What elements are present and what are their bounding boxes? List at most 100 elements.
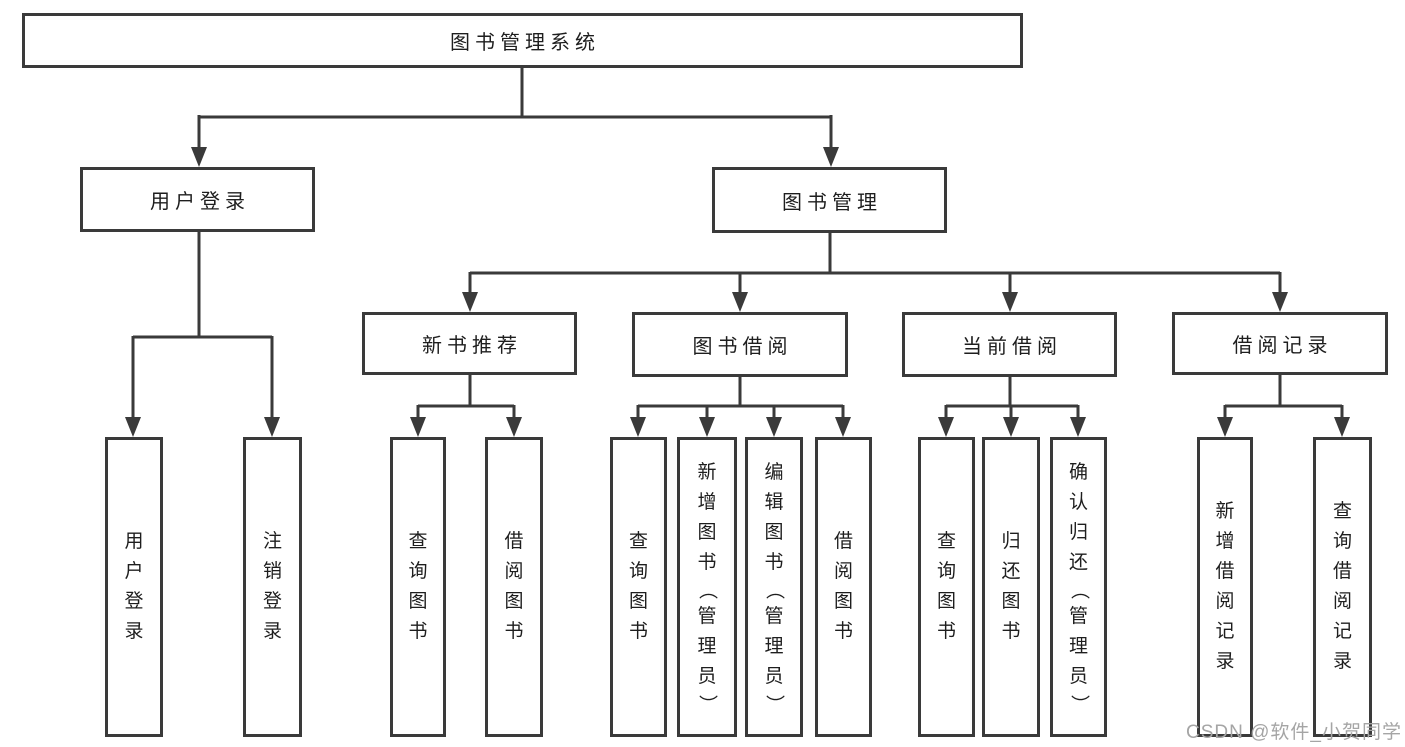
vertical-char: 新 bbox=[1215, 501, 1235, 522]
vertical-char: 户 bbox=[124, 561, 144, 582]
vertical-char: 理 bbox=[697, 636, 717, 657]
leaf-query-book-borrow: 查询图书 bbox=[610, 437, 667, 737]
node-book-management-group: 图书管理 bbox=[712, 167, 947, 233]
connector-line bbox=[944, 375, 1080, 418]
vertical-char: 图 bbox=[697, 522, 717, 543]
vertical-char: 书 bbox=[628, 621, 648, 642]
leaf-logout: 注销登录 bbox=[243, 437, 302, 737]
leaf-borrow-book: 借阅图书 bbox=[815, 437, 872, 737]
vertical-char: 员 bbox=[697, 666, 717, 687]
vertical-char: 用 bbox=[124, 531, 144, 552]
vertical-char: 理 bbox=[764, 636, 784, 657]
connector-line bbox=[636, 375, 845, 418]
vertical-char: 阅 bbox=[1215, 591, 1235, 612]
vertical-char: 管 bbox=[764, 606, 784, 627]
vertical-char: 理 bbox=[1068, 636, 1088, 657]
node-user-login-group: 用户登录 bbox=[80, 167, 315, 232]
vertical-char: 记 bbox=[1332, 621, 1352, 642]
vertical-char: 图 bbox=[628, 591, 648, 612]
vertical-char: （ bbox=[696, 580, 718, 600]
vertical-char: 询 bbox=[408, 561, 428, 582]
leaf-confirm-return-admin: 确认归还 （ 管理员 ） bbox=[1050, 437, 1107, 737]
vertical-char: （ bbox=[763, 580, 785, 600]
vertical-char: 书 bbox=[697, 552, 717, 573]
vertical-char: 借 bbox=[1215, 561, 1235, 582]
vertical-char: 书 bbox=[408, 621, 428, 642]
vertical-char: 编 bbox=[764, 462, 784, 483]
leaf-query-book-recommend: 查询图书 bbox=[390, 437, 446, 737]
vertical-char: ） bbox=[696, 694, 718, 714]
node-root-system: 图书管理系统 bbox=[22, 13, 1023, 68]
vertical-char: 图 bbox=[764, 522, 784, 543]
vertical-char: 录 bbox=[262, 621, 282, 642]
vertical-char: 借 bbox=[1332, 561, 1352, 582]
vertical-char: 还 bbox=[1001, 561, 1021, 582]
vertical-char: 书 bbox=[764, 552, 784, 573]
vertical-char: （ bbox=[1068, 580, 1090, 600]
vertical-char: 确 bbox=[1068, 462, 1088, 483]
vertical-char: ） bbox=[763, 694, 785, 714]
node-book-borrow: 图书借阅 bbox=[632, 312, 848, 377]
vertical-char: 图 bbox=[408, 591, 428, 612]
leaf-return-book: 归还图书 bbox=[982, 437, 1040, 737]
vertical-char: 查 bbox=[1332, 501, 1352, 522]
vertical-char: 增 bbox=[697, 492, 717, 513]
vertical-char: 录 bbox=[124, 621, 144, 642]
vertical-char: 录 bbox=[1332, 651, 1352, 672]
vertical-char: 阅 bbox=[833, 561, 853, 582]
vertical-char: 新 bbox=[697, 462, 717, 483]
connector-line bbox=[468, 232, 1282, 293]
vertical-char: 书 bbox=[936, 621, 956, 642]
leaf-user-login: 用户登录 bbox=[105, 437, 163, 737]
vertical-char: 销 bbox=[262, 561, 282, 582]
vertical-char: 书 bbox=[833, 621, 853, 642]
vertical-char: 管 bbox=[697, 606, 717, 627]
vertical-char: 图 bbox=[833, 591, 853, 612]
leaf-add-borrow-record: 新增借阅记录 bbox=[1197, 437, 1253, 737]
vertical-char: 查 bbox=[628, 531, 648, 552]
vertical-char: 书 bbox=[504, 621, 524, 642]
vertical-char: 书 bbox=[1001, 621, 1021, 642]
leaf-query-book-current: 查询图书 bbox=[918, 437, 975, 737]
vertical-char: 增 bbox=[1215, 531, 1235, 552]
vertical-char: 查 bbox=[936, 531, 956, 552]
vertical-char: 归 bbox=[1068, 522, 1088, 543]
vertical-char: 询 bbox=[628, 561, 648, 582]
node-borrow-records: 借阅记录 bbox=[1172, 312, 1388, 375]
vertical-char: 员 bbox=[764, 666, 784, 687]
watermark: CSDN @软件_小贺同学 bbox=[1186, 722, 1402, 743]
vertical-char: 阅 bbox=[504, 561, 524, 582]
vertical-char: 登 bbox=[124, 591, 144, 612]
connector-line bbox=[197, 68, 833, 148]
vertical-char: 借 bbox=[504, 531, 524, 552]
vertical-char: 登 bbox=[262, 591, 282, 612]
leaf-add-book-admin: 新增图书 （ 管理员 ） bbox=[677, 437, 737, 737]
vertical-char: 图 bbox=[504, 591, 524, 612]
leaf-edit-book-admin: 编辑图书 （ 管理员 ） bbox=[745, 437, 803, 737]
vertical-char: 查 bbox=[408, 531, 428, 552]
connector-line bbox=[131, 232, 274, 418]
vertical-char: 管 bbox=[1068, 606, 1088, 627]
vertical-char: 注 bbox=[262, 531, 282, 552]
vertical-char: 辑 bbox=[764, 492, 784, 513]
vertical-char: 认 bbox=[1068, 492, 1088, 513]
vertical-char: 记 bbox=[1215, 621, 1235, 642]
leaf-borrow-book-recommend: 借阅图书 bbox=[485, 437, 543, 737]
vertical-char: 图 bbox=[1001, 591, 1021, 612]
vertical-char: 员 bbox=[1068, 666, 1088, 687]
vertical-char: 询 bbox=[1332, 531, 1352, 552]
vertical-char: 借 bbox=[833, 531, 853, 552]
leaf-query-borrow-record: 查询借阅记录 bbox=[1313, 437, 1372, 737]
arrow-head-icon bbox=[125, 147, 1350, 437]
node-current-borrow: 当前借阅 bbox=[902, 312, 1117, 377]
connector-line bbox=[416, 375, 516, 418]
vertical-char: ） bbox=[1068, 694, 1090, 714]
vertical-char: 图 bbox=[936, 591, 956, 612]
vertical-char: 还 bbox=[1068, 552, 1088, 573]
vertical-char: 录 bbox=[1215, 651, 1235, 672]
vertical-char: 阅 bbox=[1332, 591, 1352, 612]
vertical-char: 询 bbox=[936, 561, 956, 582]
vertical-char: 归 bbox=[1001, 531, 1021, 552]
